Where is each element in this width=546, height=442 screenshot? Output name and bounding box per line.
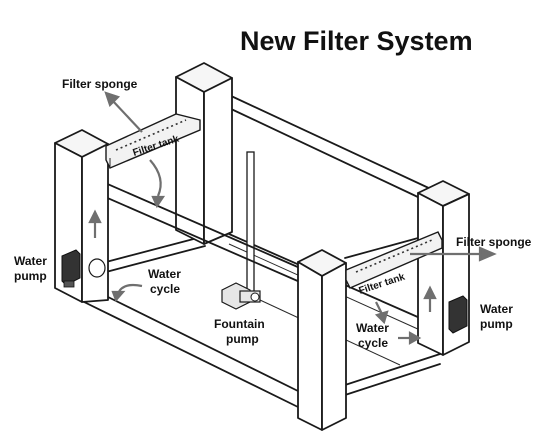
label-water-cycle-right-1: Water (356, 321, 389, 335)
filter-sponge-left-arrow (111, 99, 143, 133)
tank-frame-front (79, 171, 441, 409)
tank-drain-left-arrow (149, 159, 162, 197)
filter-tank-right (345, 231, 443, 289)
flow-arrows (88, 91, 497, 345)
label-water-pump-right-2: pump (480, 317, 513, 331)
label-filter-sponge-left: Filter sponge (62, 77, 138, 91)
label-water-cycle-left-1: Water (148, 267, 181, 281)
water-cycle-right-arrow-down (375, 301, 383, 315)
fountain-pipe (246, 151, 255, 293)
post-front-right (297, 249, 347, 431)
water-pump-right-device (448, 295, 468, 334)
label-filter-sponge-right: Filter sponge (456, 235, 532, 249)
filter-tank-left (105, 113, 201, 169)
fountain-pump (221, 282, 261, 310)
label-water-pump-left-2: pump (14, 269, 47, 283)
label-water-pump-right-1: Water (480, 302, 513, 316)
label-water-pump-left-1: Water (14, 254, 47, 268)
label-fountain-pump-2: pump (226, 332, 259, 346)
water-pump-left-device (61, 249, 81, 288)
outflow-hole-icon (88, 258, 106, 278)
label-water-cycle-right-2: cycle (358, 336, 388, 350)
label-water-cycle-left-2: cycle (150, 282, 180, 296)
diagram-title: New Filter System (240, 26, 473, 56)
label-fountain-pump-1: Fountain (214, 317, 265, 331)
